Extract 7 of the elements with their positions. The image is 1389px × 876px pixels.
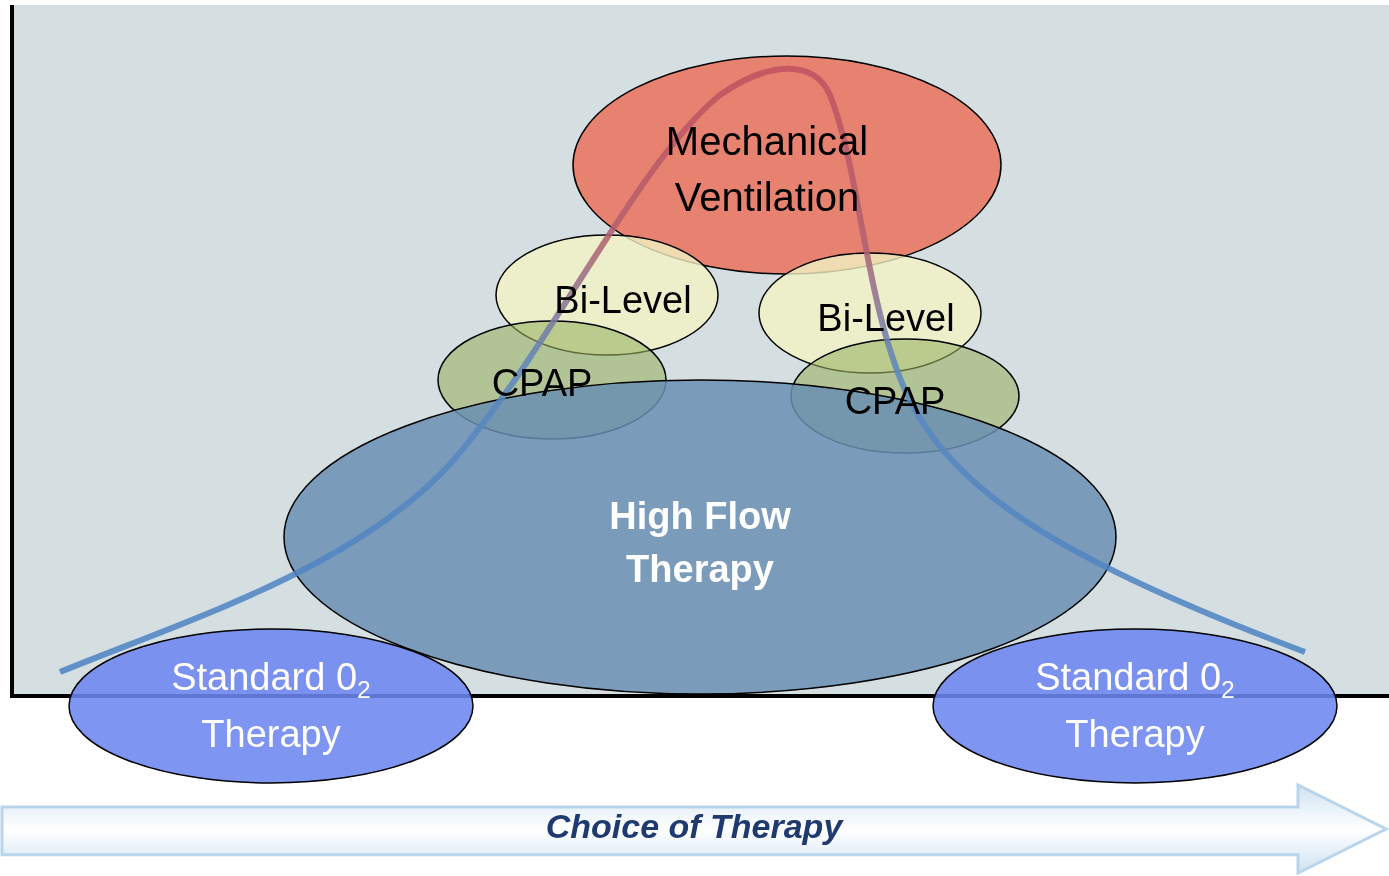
node-label: Choice of Therapy (545, 806, 843, 848)
node-label: Bi-Level (554, 278, 692, 324)
node-label: High Flow Therapy (608, 493, 792, 592)
node-label: Standard 0$_{2}$ Therapy (1034, 654, 1236, 757)
node-label: Standard 0$_{2}$ Therapy (170, 654, 372, 757)
node-label: Bi-Level (817, 296, 955, 342)
node-label: Mechanical Ventilation (664, 118, 870, 221)
